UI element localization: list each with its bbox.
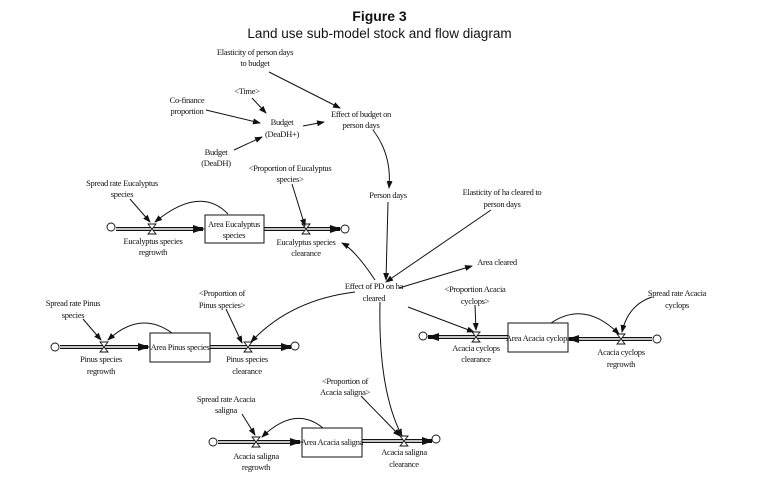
stock-area-acacia-cyclops[interactable] — [507, 322, 569, 353]
cloud-icon — [652, 334, 662, 344]
stock-area-acacia-saligna[interactable] — [301, 427, 363, 458]
stock-label-acacia-saligna: Area Acacia saligna — [301, 437, 364, 447]
valve-icon — [99, 341, 109, 353]
valve-icon — [616, 333, 626, 345]
var-area-cleared[interactable]: Area cleared — [477, 257, 518, 267]
flow-pipes — [60, 225, 652, 446]
figure-title: Land use sub-model stock and flow diagra… — [247, 26, 512, 41]
cloud-icon — [418, 331, 428, 341]
stock-label-pinus: Area Pinus species — [151, 342, 210, 352]
cloud-icon — [106, 222, 116, 232]
cloud-icon — [208, 437, 218, 447]
stock-label-acacia-cyclops: Area Acacia cyclops — [506, 333, 570, 343]
valve-icons — [99, 223, 626, 448]
causal-links — [82, 71, 653, 438]
var-budget-deadh[interactable]: Budget(DeaDH) — [201, 147, 231, 168]
figure-label: Figure 3 — [352, 8, 407, 24]
valve-icon — [243, 341, 253, 353]
valve-icon — [471, 331, 481, 343]
stock-area-eucalyptus[interactable] — [204, 214, 265, 244]
cloud-icon — [50, 342, 60, 352]
cloud-icons — [50, 222, 662, 447]
stock-area-pinus[interactable] — [149, 332, 211, 363]
cloud-icon — [340, 224, 350, 234]
valve-icon — [399, 435, 409, 447]
cloud-icon — [431, 434, 441, 444]
valve-icon — [147, 223, 157, 235]
var-time[interactable]: <Time> — [234, 86, 260, 96]
valve-icon — [251, 436, 261, 448]
var-budget-deadh-plus[interactable]: Budget(DeaDH+) — [265, 117, 300, 139]
cloud-icon — [290, 341, 300, 351]
var-person-days[interactable]: Person days — [369, 190, 407, 200]
